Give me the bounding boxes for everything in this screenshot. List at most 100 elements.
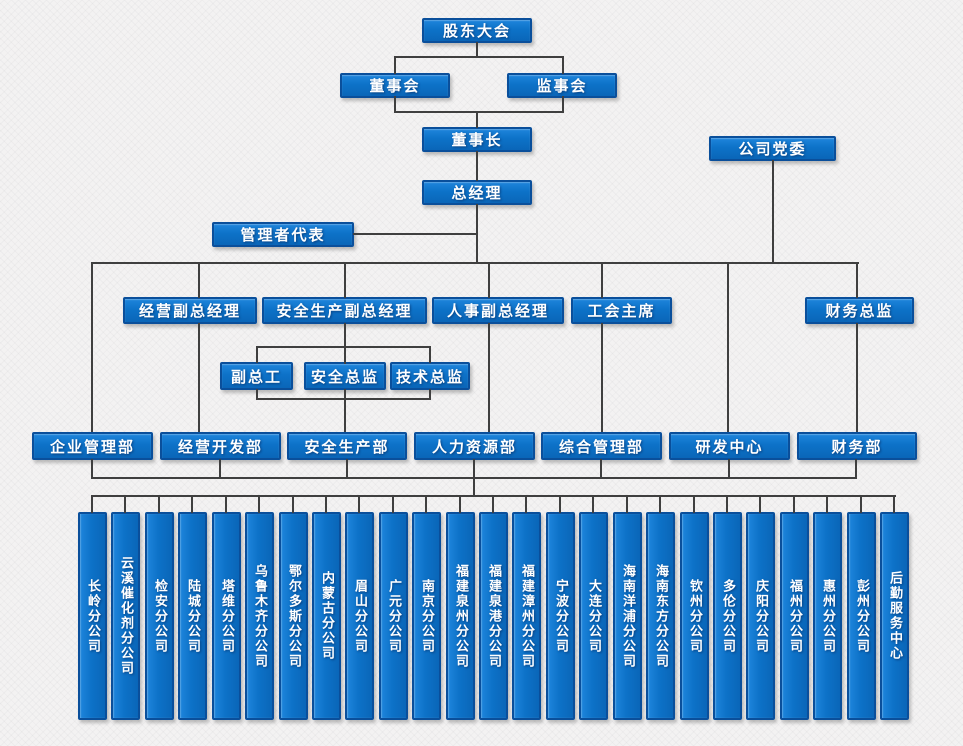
branch-company-label: 多伦分公司 xyxy=(720,578,735,654)
node-technical-chief-supervisor: 技术总监 xyxy=(390,362,470,390)
connector-line xyxy=(727,262,729,432)
connector-line xyxy=(346,459,348,478)
node-branch-company: 云溪催化剂分公司 xyxy=(111,512,140,720)
node-branch-company: 塔维分公司 xyxy=(212,512,241,720)
connector-line xyxy=(91,459,93,478)
connector-line xyxy=(626,495,628,513)
connector-line xyxy=(476,111,478,128)
connector-line xyxy=(476,151,478,181)
node-chairman: 董事长 xyxy=(422,127,532,152)
connector-line xyxy=(91,262,859,264)
node-branch-company: 陆城分公司 xyxy=(178,512,207,720)
branch-company-label: 海南东方分公司 xyxy=(653,563,668,669)
connector-line xyxy=(394,96,396,113)
connector-line xyxy=(425,495,427,513)
node-dept-general-management: 综合管理部 xyxy=(541,432,662,460)
branch-company-label: 云溪催化剂分公司 xyxy=(118,556,133,676)
branch-company-label: 塔维分公司 xyxy=(219,578,234,654)
branch-company-label: 眉山分公司 xyxy=(352,578,367,654)
node-branch-company: 宁波分公司 xyxy=(546,512,575,720)
connector-line xyxy=(860,495,862,513)
node-dept-safety-production: 安全生产部 xyxy=(287,432,407,460)
node-branch-company: 惠州分公司 xyxy=(813,512,842,720)
branch-company-label: 广元分公司 xyxy=(386,578,401,654)
connector-line xyxy=(256,346,431,348)
node-dept-enterprise-management: 企业管理部 xyxy=(32,432,153,460)
node-shareholders-meeting: 股东大会 xyxy=(422,18,532,43)
node-branch-company: 海南东方分公司 xyxy=(646,512,675,720)
connector-line xyxy=(601,262,603,298)
node-dept-rd-center: 研发中心 xyxy=(669,432,790,460)
connector-line xyxy=(344,389,346,432)
connector-line xyxy=(292,495,294,513)
node-branch-company: 多伦分公司 xyxy=(713,512,742,720)
connector-line xyxy=(600,459,602,478)
branch-company-label: 福建泉州分公司 xyxy=(453,563,468,669)
connector-line xyxy=(429,389,431,399)
connector-line xyxy=(158,495,160,513)
node-branch-company: 内蒙古分公司 xyxy=(312,512,341,720)
connector-line xyxy=(325,495,327,513)
node-general-manager: 总经理 xyxy=(422,180,532,205)
branch-company-label: 内蒙古分公司 xyxy=(319,571,334,661)
connector-line xyxy=(394,111,564,113)
node-branch-company: 福建泉州分公司 xyxy=(446,512,475,720)
node-operations-vp: 经营副总经理 xyxy=(123,297,257,324)
connector-line xyxy=(429,346,431,363)
branch-company-label: 彭州分公司 xyxy=(854,578,869,654)
connector-line xyxy=(256,398,431,400)
node-branch-company: 福建漳州分公司 xyxy=(512,512,541,720)
connector-line xyxy=(392,495,394,513)
connector-line xyxy=(198,323,200,432)
node-branch-company: 彭州分公司 xyxy=(847,512,876,720)
connector-line xyxy=(726,495,728,513)
branch-company-label: 福建漳州分公司 xyxy=(519,563,534,669)
node-hr-vp: 人事副总经理 xyxy=(432,297,564,324)
connector-line xyxy=(394,56,564,58)
connector-line xyxy=(219,459,221,478)
branch-company-label: 后勤服务中心 xyxy=(887,571,902,661)
node-branch-company: 长岭分公司 xyxy=(78,512,107,720)
branch-company-label: 乌鲁木齐分公司 xyxy=(252,563,267,669)
branch-company-label: 庆阳分公司 xyxy=(753,578,768,654)
connector-line xyxy=(258,495,260,513)
connector-line xyxy=(562,56,564,74)
connector-line xyxy=(358,495,360,513)
connector-line xyxy=(856,262,858,298)
connector-line xyxy=(191,495,193,513)
connector-line xyxy=(473,477,475,496)
node-branch-company: 眉山分公司 xyxy=(345,512,374,720)
node-safety-production-vp: 安全生产副总经理 xyxy=(262,297,427,324)
connector-line xyxy=(601,323,603,432)
connector-line xyxy=(256,389,258,399)
node-branch-company: 钦州分公司 xyxy=(680,512,709,720)
branch-company-label: 宁波分公司 xyxy=(553,578,568,654)
connector-line xyxy=(559,495,561,513)
branch-company-label: 大连分公司 xyxy=(586,578,601,654)
node-branch-company: 南京分公司 xyxy=(412,512,441,720)
connector-line xyxy=(124,495,126,513)
node-board-of-directors: 董事会 xyxy=(340,73,450,98)
connector-line xyxy=(893,495,895,513)
connector-line xyxy=(198,262,200,298)
connector-line xyxy=(826,495,828,513)
branch-company-label: 陆城分公司 xyxy=(185,578,200,654)
branch-company-label: 福建泉港分公司 xyxy=(486,563,501,669)
connector-line xyxy=(856,323,858,432)
branch-company-label: 海南洋浦分公司 xyxy=(620,563,635,669)
connector-line xyxy=(728,459,730,478)
connector-line xyxy=(473,459,475,478)
node-dept-business-development: 经营开发部 xyxy=(160,432,281,460)
branch-company-label: 惠州分公司 xyxy=(820,578,835,654)
connector-line xyxy=(592,495,594,513)
connector-line xyxy=(256,346,258,363)
connector-line xyxy=(91,495,896,497)
node-branch-company: 广元分公司 xyxy=(379,512,408,720)
connector-line xyxy=(525,495,527,513)
node-branch-company: 后勤服务中心 xyxy=(880,512,909,720)
node-branch-company: 检安分公司 xyxy=(145,512,174,720)
node-branch-company: 福建泉港分公司 xyxy=(479,512,508,720)
connector-line xyxy=(492,495,494,513)
node-party-committee: 公司党委 xyxy=(709,136,836,161)
